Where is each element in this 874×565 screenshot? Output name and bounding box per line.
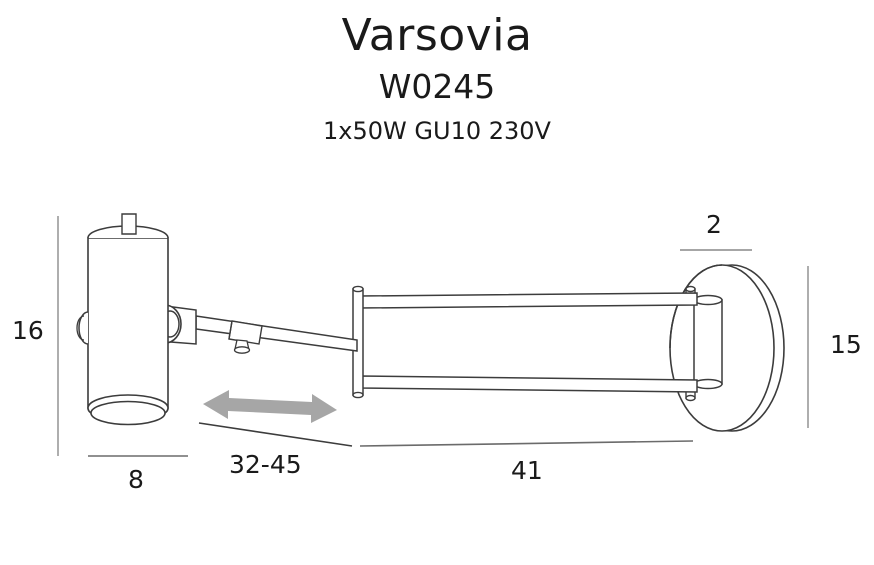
sliding-arm-rod [195, 315, 358, 354]
dimline-total-reach [359, 440, 694, 447]
lamp-head-cylinder [76, 213, 169, 426]
dimline-arm-extension [198, 422, 353, 447]
telescopic-arm-twin-rods [352, 285, 698, 399]
label-head-height: 16 [12, 316, 44, 345]
dimension-lines [57, 216, 809, 457]
label-arm-extension: 32-45 [229, 450, 302, 479]
adjustment-arrow-icon [203, 390, 337, 423]
label-head-diameter: 8 [128, 465, 144, 494]
label-total-reach: 41 [511, 456, 543, 485]
label-plate-thickness: 2 [706, 210, 722, 239]
label-plate-diameter: 15 [830, 330, 862, 359]
